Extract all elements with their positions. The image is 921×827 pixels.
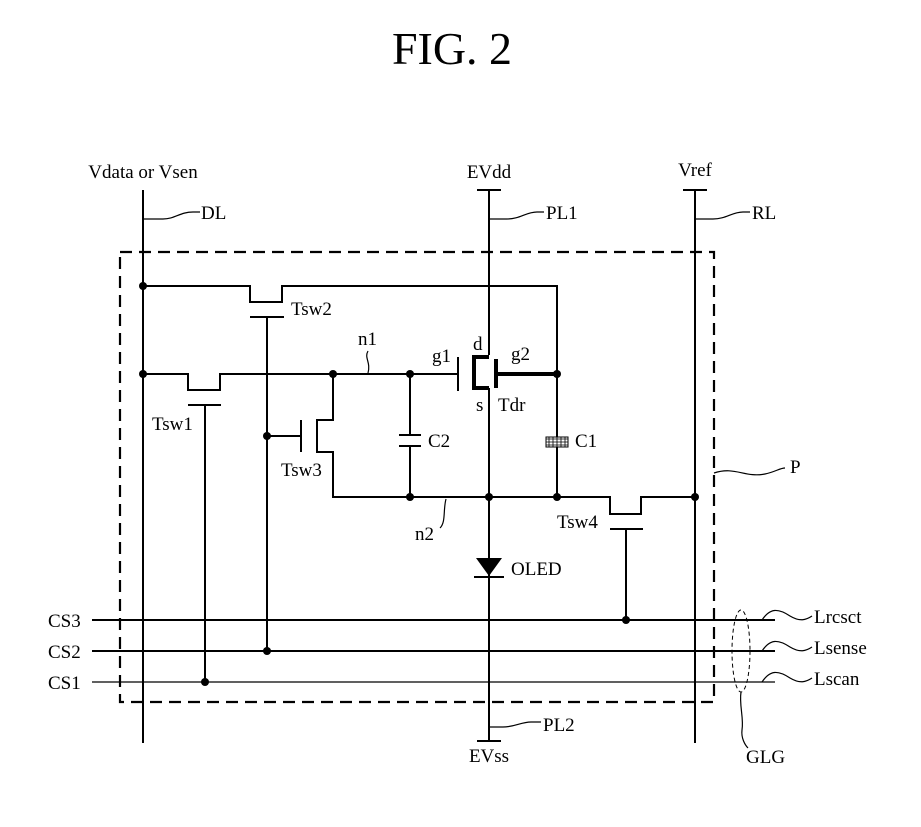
junction-dot bbox=[406, 370, 414, 378]
pixel-leader bbox=[714, 468, 785, 475]
pl1-leader bbox=[489, 212, 544, 219]
rl-ref-label: RL bbox=[752, 203, 776, 224]
tsw1-label: Tsw1 bbox=[152, 414, 193, 435]
lscan-label: Lscan bbox=[814, 669, 860, 690]
lreset-leader bbox=[762, 610, 812, 620]
dl-ref-label: DL bbox=[201, 203, 226, 224]
figure-title: FIG. 2 bbox=[392, 23, 512, 74]
evss-label: EVss bbox=[469, 746, 509, 767]
junction-dot bbox=[406, 493, 414, 501]
lsense-label: Lsense bbox=[814, 638, 867, 659]
cs2-label: CS2 bbox=[48, 642, 81, 663]
junction-dot bbox=[263, 432, 271, 440]
tdr-channel bbox=[474, 357, 489, 388]
rl-leader bbox=[695, 212, 750, 219]
junction-dot bbox=[329, 370, 337, 378]
junction-dot bbox=[553, 493, 561, 501]
gate1-label: g1 bbox=[432, 346, 451, 367]
vref-label: Vref bbox=[678, 160, 712, 181]
cs3-label: CS3 bbox=[48, 611, 81, 632]
junction-dot bbox=[691, 493, 699, 501]
lscan-leader bbox=[762, 672, 812, 682]
junction-dot bbox=[139, 282, 147, 290]
n1-leader bbox=[367, 351, 369, 373]
n1-label: n1 bbox=[358, 329, 377, 350]
junction-dots bbox=[139, 282, 699, 686]
pixel-boundary bbox=[120, 252, 714, 702]
pl1-ref-label: PL1 bbox=[546, 203, 578, 224]
junction-dot bbox=[201, 678, 209, 686]
tsw4-label: Tsw4 bbox=[557, 512, 598, 533]
glg-label: GLG bbox=[746, 747, 785, 768]
n2-label: n2 bbox=[415, 524, 434, 545]
tdr-label: Tdr bbox=[498, 395, 526, 416]
drain-label: d bbox=[473, 334, 483, 355]
junction-dot bbox=[553, 370, 561, 378]
c1-label: C1 bbox=[575, 431, 597, 452]
lreset-label: Lrcsct bbox=[814, 607, 862, 628]
source-label: s bbox=[476, 395, 483, 416]
oled-label: OLED bbox=[511, 559, 562, 580]
junction-dot bbox=[263, 647, 271, 655]
pl2-ref-label: PL2 bbox=[543, 715, 575, 736]
pixel-ref-label: P bbox=[790, 457, 801, 478]
tsw3-label: Tsw3 bbox=[281, 460, 322, 481]
junction-dot bbox=[622, 616, 630, 624]
pl2-leader bbox=[489, 722, 541, 727]
tsw2-label: Tsw2 bbox=[291, 299, 332, 320]
oled-diode-icon bbox=[476, 558, 502, 576]
evdd-label: EVdd bbox=[467, 162, 512, 183]
c2-label: C2 bbox=[428, 431, 450, 452]
lsense-leader bbox=[762, 641, 812, 651]
c1-hatch bbox=[546, 437, 568, 447]
cs1-label: CS1 bbox=[48, 673, 81, 694]
junction-dot bbox=[485, 493, 493, 501]
dl-leader bbox=[143, 212, 200, 219]
n2-leader bbox=[440, 499, 446, 528]
data-voltage-label: Vdata or Vsen bbox=[88, 162, 198, 183]
junction-dot bbox=[139, 370, 147, 378]
gate2-label: g2 bbox=[511, 344, 530, 365]
glg-leader bbox=[741, 692, 748, 748]
